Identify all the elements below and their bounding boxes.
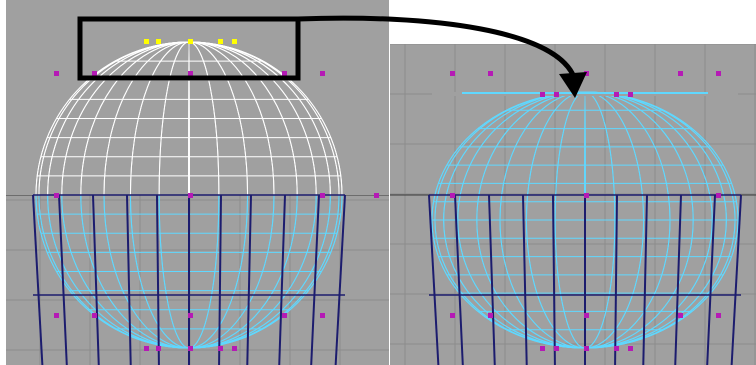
selected-point xyxy=(188,39,193,44)
lattice-line xyxy=(706,194,716,365)
lattice-line xyxy=(58,194,68,365)
lattice-line xyxy=(246,194,252,365)
control-point xyxy=(450,71,455,76)
lattice-line xyxy=(278,194,286,365)
control-point xyxy=(584,313,589,318)
lattice-line xyxy=(218,194,222,365)
control-point xyxy=(320,193,325,198)
control-point xyxy=(716,71,721,76)
control-point xyxy=(156,346,161,351)
control-point xyxy=(374,193,379,198)
control-point xyxy=(488,71,493,76)
control-point xyxy=(218,346,223,351)
selected-point xyxy=(144,39,149,44)
lattice-line xyxy=(92,194,100,365)
control-point xyxy=(188,71,193,76)
lattice-line xyxy=(334,194,346,365)
lattice-line xyxy=(428,194,440,365)
control-point xyxy=(54,193,59,198)
control-point xyxy=(144,346,149,351)
control-point xyxy=(282,71,287,76)
control-point xyxy=(678,313,683,318)
control-point xyxy=(540,92,545,97)
control-point xyxy=(188,313,193,318)
control-point xyxy=(716,313,721,318)
control-point xyxy=(554,346,559,351)
control-point xyxy=(716,193,721,198)
control-point xyxy=(628,92,633,97)
lattice-line xyxy=(126,194,132,365)
viewport-left[interactable] xyxy=(6,0,389,365)
control-point xyxy=(614,346,619,351)
viewport-left-canvas[interactable] xyxy=(6,0,389,365)
control-point xyxy=(282,313,287,318)
control-point xyxy=(584,71,589,76)
control-point xyxy=(450,313,455,318)
control-point xyxy=(232,346,237,351)
control-point xyxy=(188,193,193,198)
control-point xyxy=(614,92,619,97)
control-point xyxy=(678,71,683,76)
control-point xyxy=(320,71,325,76)
lattice-line xyxy=(730,194,742,365)
control-point xyxy=(584,193,589,198)
lattice-line xyxy=(32,194,44,365)
lattice-line xyxy=(310,194,320,365)
viewport-right[interactable] xyxy=(390,44,756,365)
control-point xyxy=(92,313,97,318)
lattice-line xyxy=(522,194,528,365)
lattice-line xyxy=(552,194,556,365)
lattice-line xyxy=(488,194,496,365)
viewport-right-canvas[interactable] xyxy=(390,44,756,365)
lattice-line xyxy=(642,194,648,365)
control-point xyxy=(488,313,493,318)
selected-point xyxy=(156,39,161,44)
sphere-mask xyxy=(6,0,389,195)
lattice-line xyxy=(454,194,464,365)
control-point xyxy=(450,193,455,198)
selected-point xyxy=(232,39,237,44)
control-point xyxy=(54,71,59,76)
lattice-line xyxy=(614,194,618,365)
control-point xyxy=(188,346,193,351)
lattice-line xyxy=(156,194,160,365)
selected-point xyxy=(218,39,223,44)
control-point xyxy=(584,346,589,351)
control-point xyxy=(320,313,325,318)
control-point xyxy=(554,92,559,97)
control-point xyxy=(54,313,59,318)
lattice-line xyxy=(674,194,682,365)
control-point xyxy=(628,346,633,351)
control-point xyxy=(92,71,97,76)
control-point xyxy=(540,346,545,351)
